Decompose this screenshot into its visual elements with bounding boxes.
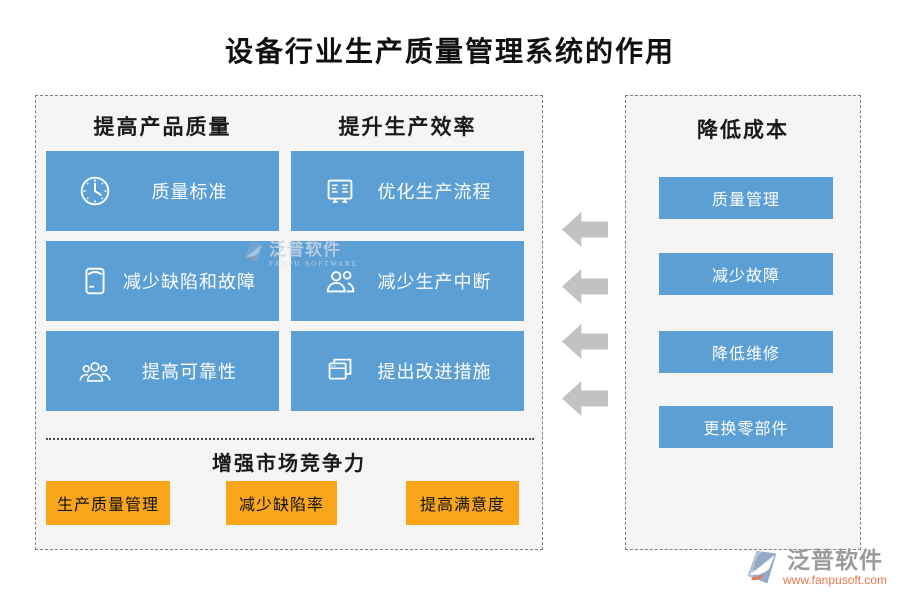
tag-improve-satisfaction: 提高满意度: [406, 481, 519, 525]
column-header-product-quality: 提高产品质量: [93, 115, 232, 139]
feature-box-improvement-measures: 提出改进措施: [291, 331, 524, 411]
logo-brand-name: 泛普软件: [787, 548, 884, 573]
people-group-icon: [76, 352, 114, 390]
feature-box-reduce-interruption: 减少生产中断: [291, 241, 524, 321]
feature-label: 优化生产流程: [377, 182, 492, 202]
fanpu-logo-icon: [744, 549, 780, 590]
package-icon: [76, 262, 114, 300]
dotted-divider: [46, 438, 534, 440]
fanpu-logo: 泛普软件 www.fanpusoft.com: [744, 549, 887, 590]
cost-item-reduce-maintenance: 降低维修: [659, 331, 833, 373]
left-arrow-icon: [562, 269, 608, 304]
left-arrow-icon: [562, 324, 608, 359]
feature-label: 提出改进措施: [377, 362, 492, 382]
feature-label: 减少生产中断: [377, 272, 492, 292]
feature-label: 质量标准: [151, 182, 228, 202]
tag-production-quality-management: 生产质量管理: [46, 481, 170, 525]
left-arrow-icon: [562, 212, 608, 247]
cost-item-reduce-failures: 减少故障: [659, 253, 833, 295]
cost-item-quality-management: 质量管理: [659, 177, 833, 219]
two-users-icon: [321, 262, 359, 300]
main-panel: 提高产品质量 提升生产效率 质量标准: [35, 95, 543, 550]
cost-item-replace-parts: 更换零部件: [659, 406, 833, 448]
feature-box-quality-standard: 质量标准: [46, 151, 279, 231]
feature-box-reduce-defects: 减少缺陷和故障: [46, 241, 279, 321]
task-board-icon: [321, 172, 359, 210]
feature-label: 提高可靠性: [142, 362, 237, 382]
column-header-production-efficiency: 提升生产效率: [338, 115, 477, 139]
logo-website: www.fanpusoft.com: [783, 573, 888, 587]
panel-header-reduce-cost: 降低成本: [697, 118, 789, 142]
left-arrow-icon: [562, 381, 608, 416]
overlapping-windows-icon: [321, 352, 359, 390]
feature-box-optimize-process: 优化生产流程: [291, 151, 524, 231]
page-title: 设备行业生产质量管理系统的作用: [224, 37, 675, 68]
bottom-section-header: 增强市场竞争力: [212, 453, 366, 475]
tag-reduce-defect-rate: 减少缺陷率: [226, 481, 337, 525]
cost-reduction-panel: 降低成本 质量管理 减少故障 降低维修 更换零部件: [625, 95, 861, 550]
feature-label: 减少缺陷和故障: [123, 272, 256, 292]
feature-box-improve-reliability: 提高可靠性: [46, 331, 279, 411]
clock-icon: [76, 172, 114, 210]
